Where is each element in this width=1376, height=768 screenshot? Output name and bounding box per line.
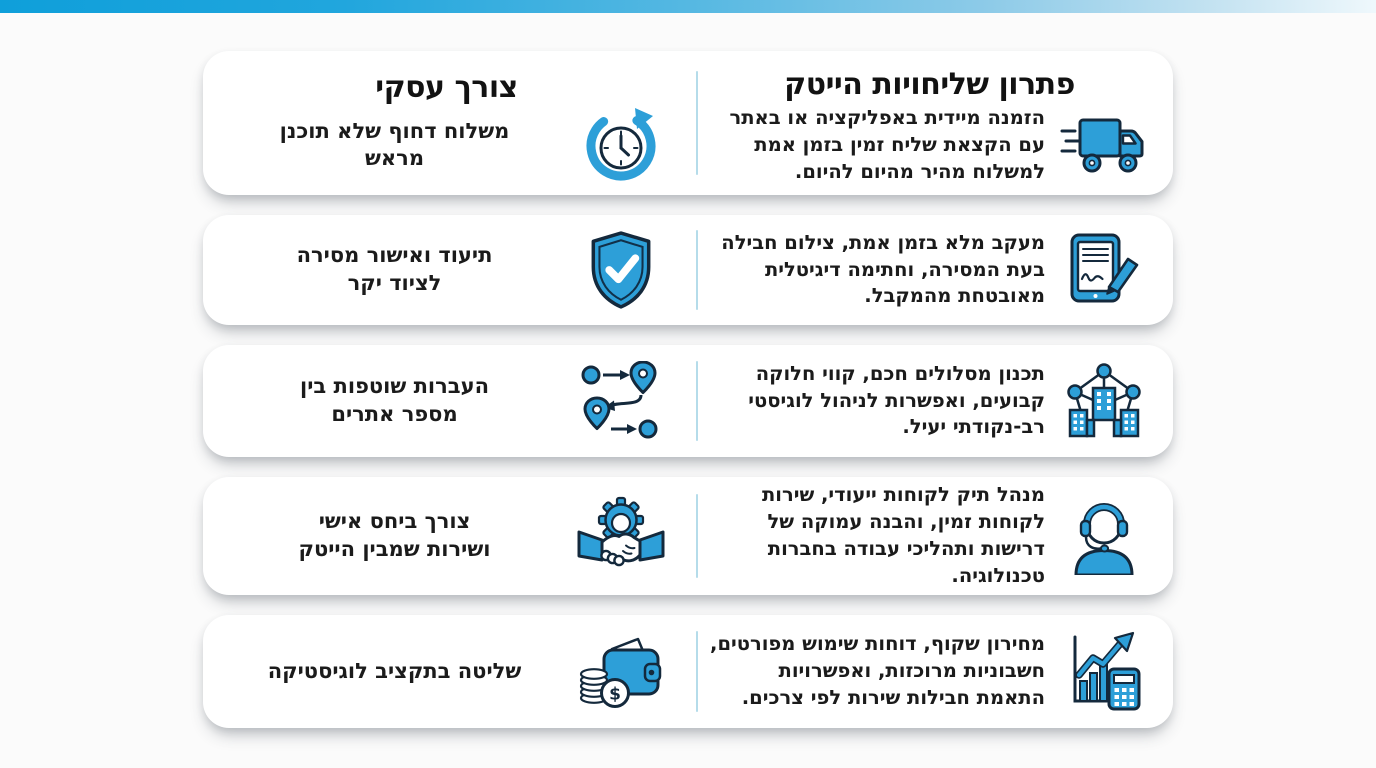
- column-divider: [696, 630, 698, 713]
- column-divider: [696, 360, 698, 442]
- column-divider: [696, 493, 698, 579]
- need-text: משלוח דחוף שלא תוכנן מראש: [279, 118, 510, 171]
- row-card-instant-delivery: פתרון שליחויות הייטק: [203, 51, 1173, 195]
- need-text: צורך ביחס אישי ושירות שמבין הייטק: [298, 509, 491, 561]
- wallet-coins-icon: $: [576, 634, 666, 710]
- solution-section: פתרון שליחויות הייטק: [710, 51, 1149, 195]
- solution-section: מנהל תיק לקוחות ייעודי, שירות לקוחות זמי…: [710, 477, 1149, 595]
- clock-refresh-icon: [576, 107, 666, 183]
- solution-section: תכנון מסלולים חכם, קווי חלוקה קבועים, וא…: [710, 345, 1149, 457]
- solution-text: תכנון מסלולים חכם, קווי חלוקה קבועים, וא…: [748, 361, 1045, 439]
- need-section: תיעוד ואישור מסירה לציוד יקר: [227, 215, 666, 325]
- top-accent-bar: [0, 0, 1376, 13]
- row-card-route-planning: תכנון מסלולים חכם, קווי חלוקה קבועים, וא…: [203, 345, 1173, 457]
- need-text: תיעוד ואישור מסירה לציוד יקר: [296, 243, 493, 295]
- need-text: העברות שוטפות בין מספר אתרים: [300, 374, 489, 426]
- need-section: $ שליטה בתקציב לוגיסטיקה: [227, 615, 666, 728]
- network-buildings-icon: [1059, 362, 1149, 440]
- route-pins-icon: [576, 361, 666, 441]
- need-section: העברות שוטפות בין מספר אתרים: [227, 345, 666, 457]
- shield-check-icon: [576, 230, 666, 310]
- chart-calculator-icon: [1059, 631, 1149, 713]
- need-section: צורך עסקי: [227, 51, 666, 195]
- row-card-budget-control: מחירון שקוף, דוחות שימוש מפורטים, חשבוני…: [203, 615, 1173, 728]
- tablet-signature-icon: [1059, 230, 1149, 310]
- column-divider: [696, 71, 698, 175]
- solution-text: מעקב מלא בזמן אמת, צילום חבילה בעת המסיר…: [721, 230, 1045, 308]
- solution-text: מנהל תיק לקוחות ייעודי, שירות לקוחות זמי…: [761, 483, 1045, 587]
- solution-text: הזמנה מיידית באפליקציה או באתר עם הקצאת …: [729, 105, 1045, 183]
- delivery-truck-icon: [1059, 114, 1149, 176]
- handshake-gear-icon: [576, 496, 666, 576]
- support-agent-icon: [1059, 497, 1149, 575]
- row-card-dedicated-service: מנהל תיק לקוחות ייעודי, שירות לקוחות זמי…: [203, 477, 1173, 595]
- solution-section: מעקב מלא בזמן אמת, צילום חבילה בעת המסיר…: [710, 215, 1149, 325]
- column-divider: [696, 230, 698, 310]
- need-column-title: צורך עסקי: [375, 69, 518, 105]
- solution-column-title: פתרון שליחויות הייטק: [784, 67, 1075, 103]
- solution-section: מחירון שקוף, דוחות שימוש מפורטים, חשבוני…: [710, 615, 1149, 728]
- comparison-rows: פתרון שליחויות הייטק: [203, 51, 1173, 728]
- need-text: שליטה בתקציב לוגיסטיקה: [267, 658, 522, 683]
- need-section: צורך ביחס אישי ושירות שמבין הייטק: [227, 477, 666, 595]
- row-card-proof-of-delivery: מעקב מלא בזמן אמת, צילום חבילה בעת המסיר…: [203, 215, 1173, 325]
- svg-text:$: $: [609, 684, 621, 704]
- solution-text: מחירון שקוף, דוחות שימוש מפורטים, חשבוני…: [710, 632, 1045, 709]
